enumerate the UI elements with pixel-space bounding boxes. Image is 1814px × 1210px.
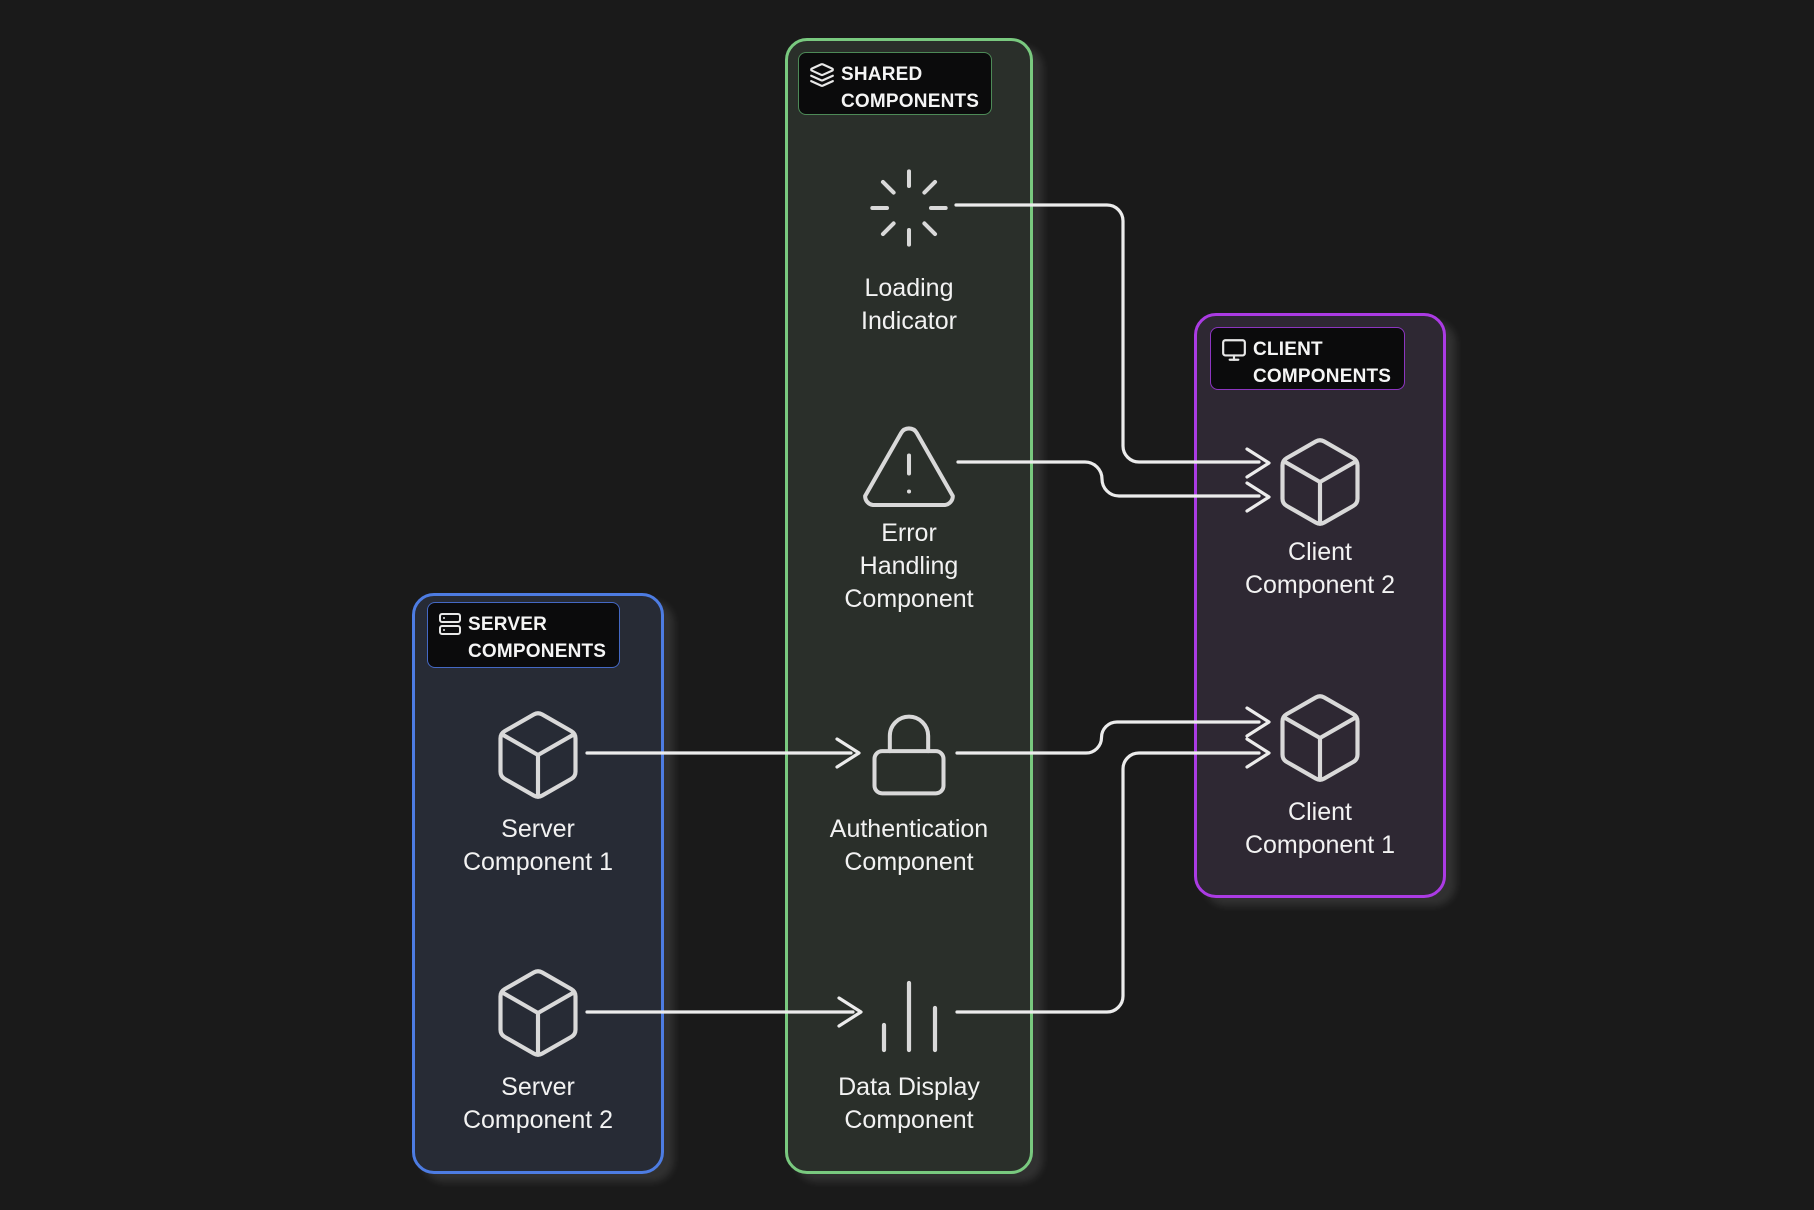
layers-icon	[809, 62, 835, 88]
shared-components-title: SHARED COMPONENTS	[841, 64, 980, 112]
node-data-display[interactable]: Data Display Component	[788, 977, 1030, 1137]
group-server-components[interactable]: SERVER COMPONENTS Server Component 1	[412, 593, 664, 1174]
node-label: Error Handling Component	[844, 519, 974, 613]
node-client-component-1[interactable]: Client Component 1	[1197, 688, 1443, 862]
server-components-header: SERVER COMPONENTS	[427, 602, 620, 668]
node-client-component-2[interactable]: Client Component 2	[1197, 432, 1443, 602]
node-authentication[interactable]: Authentication Component	[788, 709, 1030, 879]
alert-triangle-icon	[855, 415, 963, 523]
cube-icon	[488, 963, 588, 1063]
node-label: Client Component 1	[1244, 798, 1396, 859]
server-icon	[438, 612, 462, 636]
cube-icon	[1270, 688, 1370, 788]
node-label: Client Component 2	[1244, 538, 1396, 599]
cube-icon	[488, 705, 588, 805]
client-components-title: CLIENT COMPONENTS	[1253, 339, 1392, 387]
node-label: Loading Indicator	[861, 274, 957, 335]
node-label: Authentication Component	[829, 815, 989, 876]
node-error-handling[interactable]: Error Handling Component	[788, 415, 1030, 616]
server-components-title: SERVER COMPONENTS	[468, 614, 607, 662]
group-shared-components[interactable]: SHARED COMPONENTS Loading Indicator	[785, 38, 1033, 1174]
node-loading-indicator[interactable]: Loading Indicator	[788, 164, 1030, 338]
group-client-components[interactable]: CLIENT COMPONENTS Client Component 2	[1194, 313, 1446, 898]
node-server-component-1[interactable]: Server Component 1	[415, 705, 661, 879]
bar-chart-icon	[869, 977, 949, 1057]
monitor-icon	[1221, 337, 1247, 363]
client-components-header: CLIENT COMPONENTS	[1210, 327, 1405, 390]
node-label: Server Component 1	[462, 815, 614, 876]
node-label: Server Component 2	[462, 1073, 614, 1134]
lock-icon	[863, 709, 955, 801]
cube-icon	[1270, 432, 1370, 532]
node-label: Data Display Component	[838, 1073, 980, 1134]
spinner-icon	[865, 164, 953, 252]
shared-components-header: SHARED COMPONENTS	[798, 52, 992, 115]
node-server-component-2[interactable]: Server Component 2	[415, 963, 661, 1137]
